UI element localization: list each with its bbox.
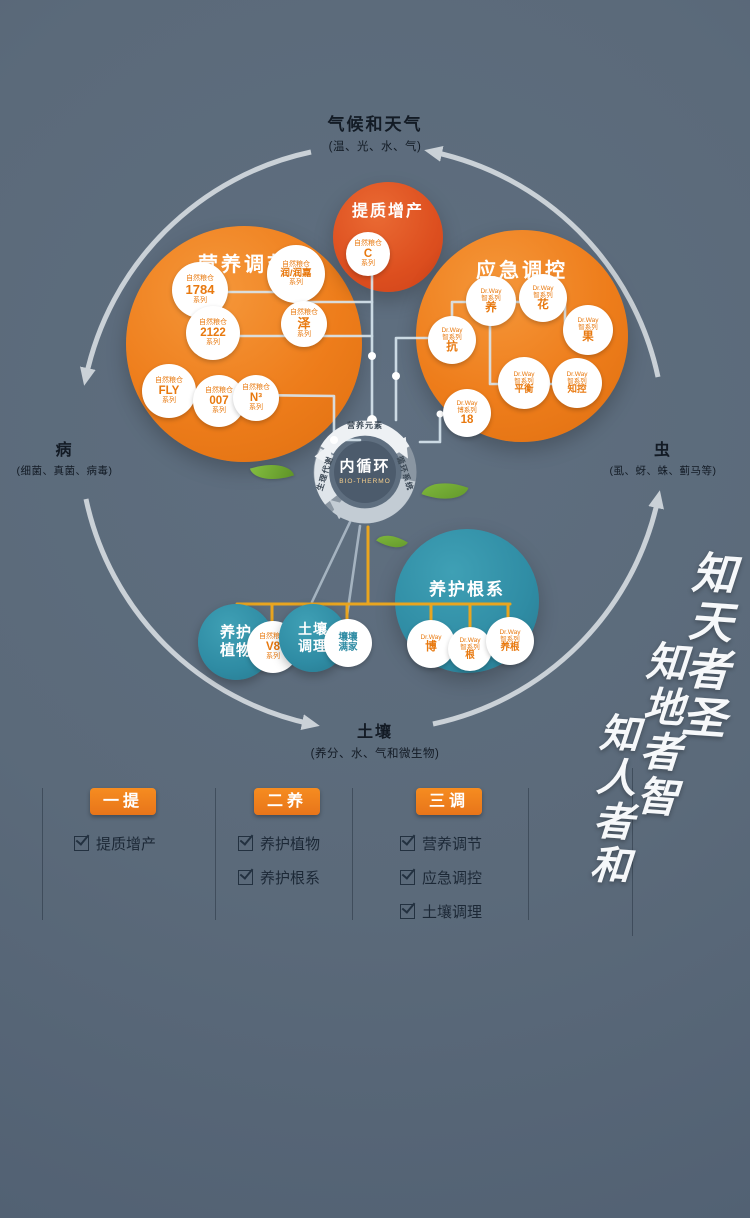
product-circle-rangrangmanjia: 壤壤 满家: [324, 619, 372, 667]
legend-divider: [215, 788, 216, 920]
calligraphy-zhirenzhe: 知人者和: [581, 710, 642, 890]
product-circle-n3: 自然粮仓 N³ 系列: [233, 375, 279, 421]
soil-title: 土壤: [356, 724, 393, 741]
cycle-arrow-bottom-left: [83, 498, 320, 730]
climate-title: 气候和天气: [327, 115, 423, 134]
checkbox-icon: [238, 870, 253, 885]
legend-item: 提质增产: [74, 833, 188, 854]
legend-ribbon-santiao: 三调: [416, 788, 482, 815]
legend-item: 营养调节: [400, 833, 514, 854]
legend-item-label: 提质增产: [96, 836, 157, 853]
cycle-node-soil: 土壤 (养分、水、气和微生物): [275, 718, 475, 761]
hub-center-circle: [334, 441, 396, 503]
climate-subtitle: (温、光、水、气): [328, 141, 422, 153]
checkbox-icon: [74, 836, 89, 851]
legend-item: 养护根系: [238, 867, 352, 888]
calligraphy-divider: [632, 768, 633, 936]
legend-section-yiti: 一提 提质增产: [58, 788, 188, 867]
product-circle-bo: Dr.Way 博: [407, 620, 455, 668]
product-circle-guo: Dr.Way 智系列 果: [563, 305, 613, 355]
quality-title: 提质增产: [351, 203, 424, 220]
cycle-arrows: [80, 146, 664, 730]
hub-label: 内循环 BIO-THERMO: [325, 455, 405, 485]
roots-title: 养护根系: [429, 580, 505, 599]
soil-subtitle: (养分、水、气和微生物): [310, 748, 440, 760]
product-circle-ze: 自然粮仓 泽 系列: [281, 301, 327, 347]
yellow-lines: [235, 525, 512, 632]
legend-item: 应急调控: [400, 867, 514, 888]
product-circle-fly: 自然粮仓 FLY 系列: [142, 364, 196, 418]
legend-divider: [42, 788, 43, 920]
legend-item-label: 养护植物: [260, 836, 321, 853]
cycle-node-climate: 气候和天气 (温、光、水、气): [275, 110, 475, 154]
legend-item-label: 土壤调理: [422, 904, 483, 921]
legend-item-label: 应急调控: [422, 870, 483, 887]
checkbox-icon: [238, 836, 253, 851]
quality-circle: 提质增产: [333, 182, 443, 292]
product-circle-yanggen: Dr.Way 智系列 养根: [486, 617, 534, 665]
hub-subtitle: BIO-THERMO: [339, 478, 391, 485]
hub-arc-label-top: 营养元素: [347, 421, 383, 430]
legend-ribbon-eryang: 二养: [254, 788, 320, 815]
cycle-arrow-top-right: [424, 146, 661, 378]
product-circle-c: 自然粮仓 C 系列: [346, 232, 390, 276]
legend-divider: [352, 788, 353, 920]
checkbox-icon: [400, 836, 415, 851]
insect-subtitle: (虱、蚜、蛛、蓟马等): [609, 465, 717, 477]
cycle-arrow-top-left: [80, 149, 312, 386]
product-circle-2122: 自然粮仓 2122 系列: [186, 306, 240, 360]
legend-item-label: 营养调节: [422, 836, 483, 853]
product-circle-gen: Dr.Way 智系列 根: [448, 627, 492, 671]
legend-section-santiao: 三调 营养调节 应急调控 土壤调理: [384, 788, 514, 935]
disease-title: 病: [55, 442, 74, 459]
legend-item: 土壤调理: [400, 901, 514, 922]
product-circle-kang: Dr.Way 智系列 抗: [428, 316, 476, 364]
hub-title: 内循环: [339, 458, 391, 475]
product-circle-18: Dr.Way 博系列 18: [443, 389, 491, 437]
product-circle-pingheng: Dr.Way 智系列 平衡: [498, 357, 550, 409]
legend-divider: [528, 788, 529, 920]
checkbox-icon: [400, 870, 415, 885]
product-circle-zhikong: Dr.Way 智系列 知控: [552, 358, 602, 408]
legend-item: 养护植物: [238, 833, 352, 854]
cycle-node-insect: 虫 (虱、蚜、蛛、蓟马等): [588, 436, 738, 478]
legend-item-label: 养护根系: [260, 870, 321, 887]
product-circle-hua: Dr.Way 智系列 花: [519, 274, 567, 322]
disease-subtitle: (细菌、真菌、病毒): [16, 465, 113, 477]
checkbox-icon: [400, 904, 415, 919]
product-circle-yang: Dr.Way 智系列 养: [466, 276, 516, 326]
cycle-arrow-bottom-right: [432, 490, 664, 727]
legend-section-eryang: 二养 养护植物 养护根系: [222, 788, 352, 901]
insect-title: 虫: [653, 442, 672, 459]
legend-ribbon-yiti: 一提: [90, 788, 156, 815]
cycle-node-disease: 病 (细菌、真菌、病毒): [2, 436, 127, 478]
product-circle-runjia: 自然粮仓 润/润嘉 系列: [267, 245, 325, 303]
